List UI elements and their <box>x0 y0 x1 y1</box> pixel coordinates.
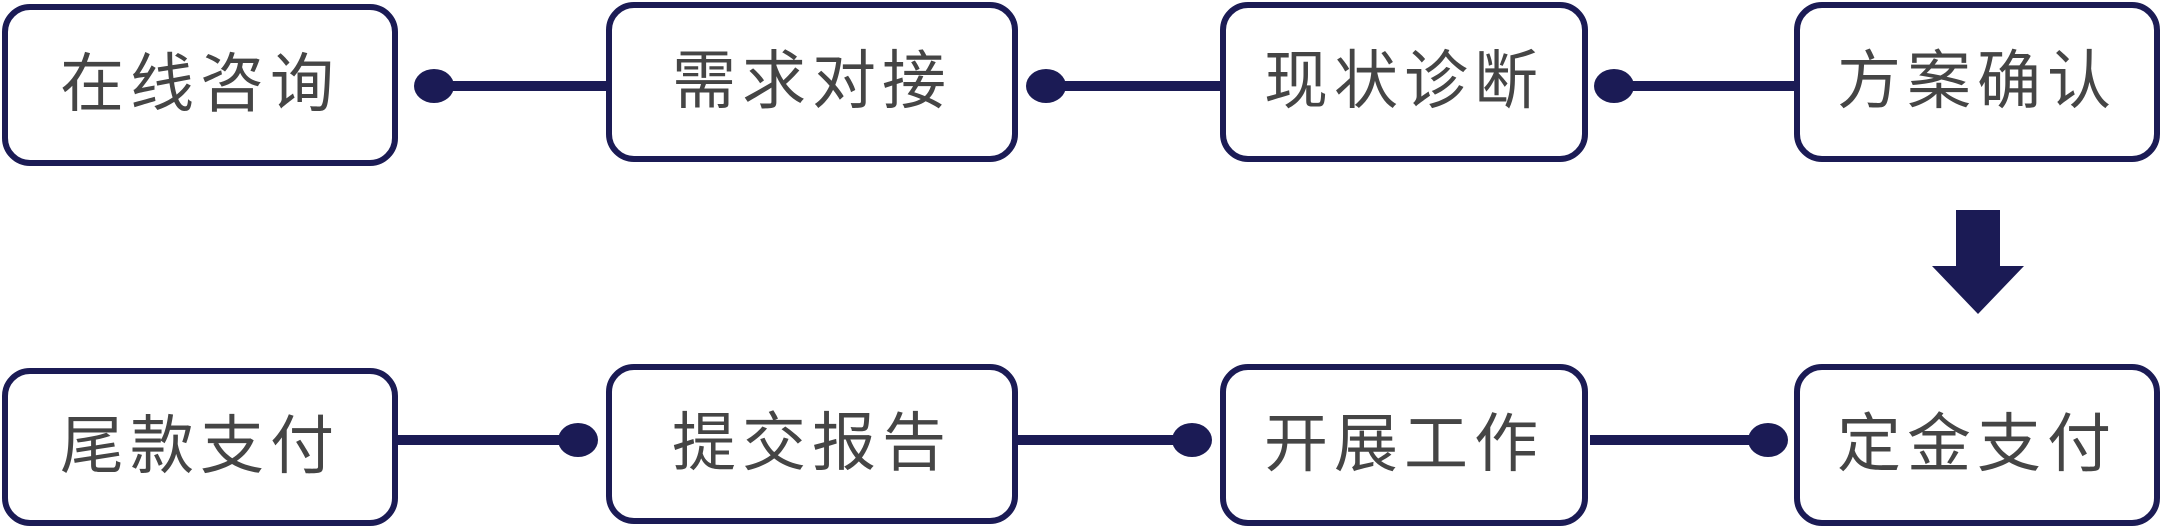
step-deposit-payment: 定金支付 <box>1794 364 2160 526</box>
connector-node <box>1026 69 1066 103</box>
step-label: 现状诊断 <box>1264 45 1544 119</box>
step-label: 需求对接 <box>672 45 952 119</box>
down-arrow-icon <box>1932 210 2024 314</box>
step-online-consultation: 在线咨询 <box>2 4 398 166</box>
connector-node <box>1172 423 1212 457</box>
step-label: 定金支付 <box>1837 408 2117 482</box>
step-plan-confirmation: 方案确认 <box>1794 2 2160 162</box>
connector-node <box>414 69 454 103</box>
step-label: 尾款支付 <box>60 410 340 484</box>
step-label: 在线咨询 <box>60 48 340 122</box>
step-report-submission: 提交报告 <box>606 364 1018 524</box>
connector-line <box>1590 435 1766 445</box>
connector-node <box>1594 69 1634 103</box>
connector-line <box>430 81 610 91</box>
step-final-payment: 尾款支付 <box>2 368 398 526</box>
connector-node <box>558 423 598 457</box>
connector-line <box>1614 81 1798 91</box>
connector-line <box>1014 435 1204 445</box>
step-work-execution: 开展工作 <box>1220 364 1588 526</box>
step-label: 提交报告 <box>672 407 952 481</box>
step-label: 开展工作 <box>1264 408 1544 482</box>
connector-node <box>1748 423 1788 457</box>
connector-line <box>394 435 580 445</box>
step-status-diagnosis: 现状诊断 <box>1220 2 1588 162</box>
connector-line <box>1044 81 1224 91</box>
step-requirement-docking: 需求对接 <box>606 2 1018 162</box>
step-label: 方案确认 <box>1837 45 2117 119</box>
